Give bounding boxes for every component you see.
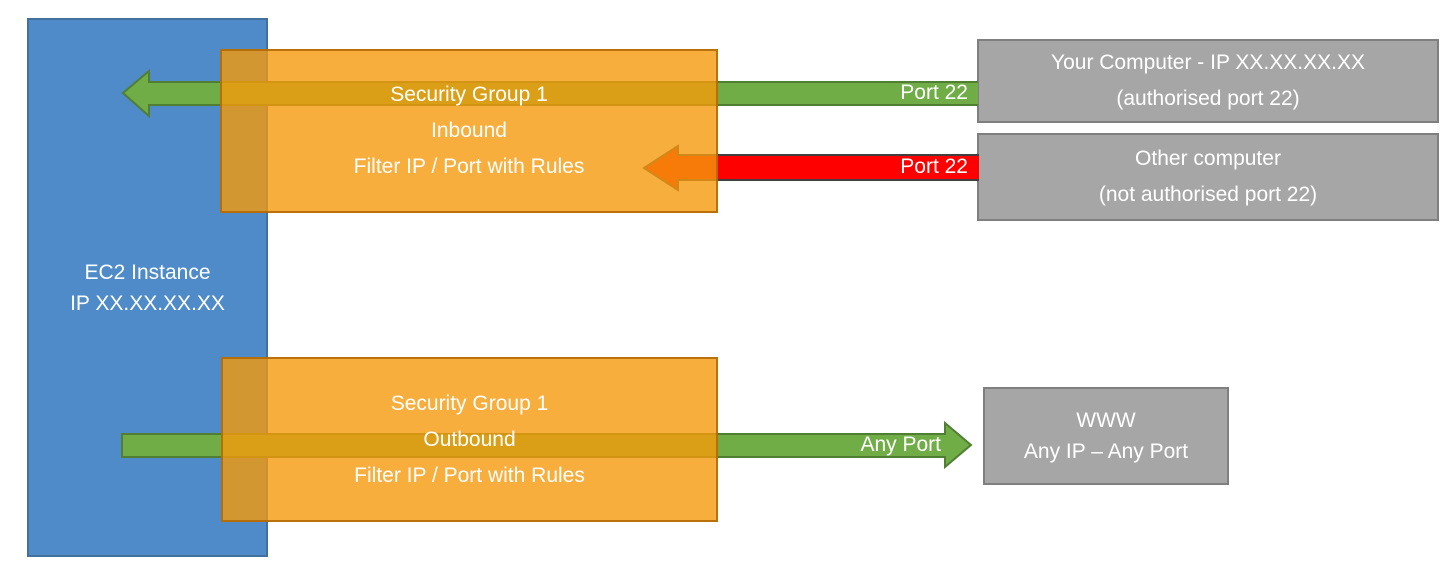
- inbound-allowed-port-label: Port 22: [900, 81, 968, 104]
- other-computer-subtitle: (not authorised port 22): [1098, 183, 1318, 206]
- other-computer-box: Other computer (not authorised port 22): [977, 133, 1439, 221]
- your-computer-title: Your Computer - IP XX.XX.XX.XX: [1051, 51, 1365, 74]
- inbound-security-group-box: Security Group 1 Inbound Filter IP / Por…: [220, 49, 718, 213]
- outbound-port-label: Any Port: [860, 433, 941, 456]
- outbound-group-direction: Outbound: [423, 427, 516, 451]
- outbound-group-rule: Filter IP / Port with Rules: [354, 463, 585, 487]
- your-computer-subtitle: (authorised port 22): [1116, 87, 1300, 110]
- inbound-group-direction: Inbound: [431, 119, 507, 142]
- outbound-security-group-box: Security Group 1 Outbound Filter IP / Po…: [221, 357, 718, 522]
- your-computer-box: Your Computer - IP XX.XX.XX.XX (authoris…: [977, 39, 1439, 123]
- www-title: WWW: [1076, 409, 1136, 432]
- www-box: WWW Any IP – Any Port: [983, 387, 1229, 485]
- www-subtitle: Any IP – Any Port: [1023, 440, 1189, 463]
- inbound-blocked-port-label: Port 22: [900, 155, 968, 178]
- outbound-group-name: Security Group 1: [390, 391, 549, 415]
- inbound-group-rule: Filter IP / Port with Rules: [353, 155, 585, 178]
- ec2-instance-ip: IP XX.XX.XX.XX: [70, 291, 225, 315]
- other-computer-title: Other computer: [1135, 147, 1281, 170]
- inbound-group-name: Security Group 1: [390, 83, 548, 106]
- ec2-instance-name: EC2 Instance: [84, 260, 211, 284]
